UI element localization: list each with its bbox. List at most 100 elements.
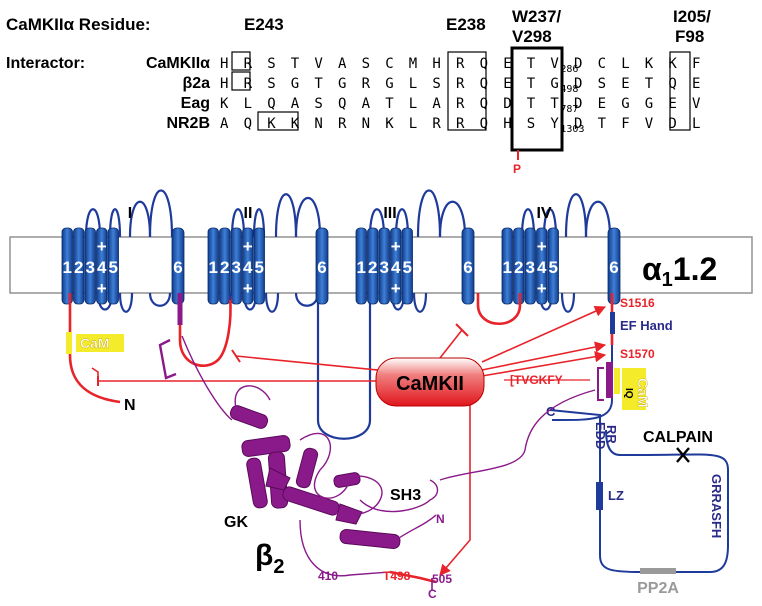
ef-hand-label: EF Hand (620, 318, 673, 333)
residue-letter: G (621, 96, 629, 112)
s1516-label: S1516 (620, 296, 655, 310)
residue-letter: Q (480, 76, 488, 92)
interactor-name: Eag (181, 95, 210, 112)
charge-plus-top: + (391, 237, 401, 256)
segment-number: 5 (255, 258, 264, 277)
sh3-label: SH3 (390, 487, 421, 504)
segment-number: 3 (526, 258, 535, 277)
segment-number: 6 (463, 258, 472, 277)
c-tail-c-label: C (546, 404, 556, 419)
residue-letter: A (362, 96, 371, 112)
aid-bracket (158, 338, 177, 380)
iq-yellow-bar (614, 368, 620, 394)
segment-bar (219, 227, 231, 305)
residue-letter: R (244, 76, 253, 92)
beta2-c-red (389, 570, 437, 584)
residue-i205: I205/ (673, 7, 711, 26)
residue-letter: S (598, 76, 606, 92)
residue-letter: A (432, 96, 441, 112)
residue-letter: T (314, 76, 323, 92)
box-kk-nr2b (257, 111, 299, 131)
iq-purple-bar (606, 362, 613, 398)
segment-number: 4 (537, 258, 547, 277)
charge-plus-top: + (537, 237, 547, 256)
segment-bar (230, 227, 242, 305)
camkii-arrows (439, 306, 607, 576)
residue-letter: S (267, 76, 275, 92)
residue-letter: K (267, 116, 276, 132)
residue-letter: L (692, 116, 700, 132)
residue-letter: T (385, 96, 394, 112)
residue-letter: Y (550, 116, 559, 132)
calpain-label: CALPAIN (643, 429, 713, 446)
residue-letter: R (244, 56, 253, 72)
n-terminus-red (68, 293, 121, 404)
residue-letter: E (621, 76, 629, 92)
camkii-node (375, 357, 485, 407)
residue-letter: A (220, 116, 229, 132)
charge-plus-top: + (97, 237, 107, 256)
segment-number: 2 (220, 258, 229, 277)
c-tail-loop (549, 409, 729, 573)
residue-letter: Q (480, 96, 488, 112)
residue-letter: H (503, 116, 511, 132)
residue-v298: V298 (512, 27, 552, 46)
residue-letter: R (456, 76, 465, 92)
residue-letter: F (621, 116, 629, 132)
pp2a-label: PP2A (637, 580, 679, 597)
segment-number: 6 (317, 258, 326, 277)
segment-number: 4 (391, 258, 401, 277)
domain-label-ii: II (244, 205, 253, 222)
residue-letter: G (338, 76, 346, 92)
residue-letter: L (244, 96, 252, 112)
segment-number: 3 (86, 258, 95, 277)
edd-label: EDD (593, 422, 608, 449)
residue-letter: D (503, 96, 511, 112)
residue-letter: S (314, 96, 322, 112)
residue-letter: T (291, 56, 300, 72)
residue-letter: H (432, 56, 440, 72)
residue-number: 286 (560, 64, 578, 75)
segment-number: 4 (243, 258, 253, 277)
residue-letter: R (362, 76, 371, 92)
residue-letter: N (314, 116, 322, 132)
channel-name: α11.2 (642, 251, 717, 291)
residue-letter: D (574, 96, 582, 112)
residue-letter: K (385, 116, 394, 132)
residue-letter: R (456, 56, 465, 72)
segment-number: 3 (232, 258, 241, 277)
segment-bar (524, 227, 536, 305)
box-r-beta (231, 71, 251, 91)
domain-label-iv: IV (536, 205, 551, 222)
residue-letter: S (362, 56, 370, 72)
beta2-label: β2 (255, 539, 284, 578)
beta2-410-label: 410 (318, 569, 338, 583)
residue-letter: G (645, 96, 653, 112)
segment-bar (61, 227, 73, 305)
beta2-subunit (229, 405, 401, 550)
iq-label: IQ (623, 388, 634, 399)
segment-bar (367, 227, 379, 305)
residue-letter: H (220, 76, 228, 92)
segment-number: 4 (97, 258, 107, 277)
segment-number: 6 (173, 258, 182, 277)
segment-bar (355, 227, 367, 305)
residue-number: 1303 (560, 124, 584, 135)
box-r-camkii (231, 51, 251, 71)
segment-bar (607, 227, 621, 305)
n-terminus-label: N (124, 397, 136, 414)
cam-left-box (76, 334, 124, 352)
extracellular-loops (84, 189, 612, 238)
residue-f98: F98 (675, 27, 704, 46)
residue-letter: L (409, 96, 417, 112)
residue-letter: R (456, 96, 465, 112)
residue-letter: T (645, 76, 654, 92)
residue-letter: V (645, 116, 654, 132)
s1570-label: S1570 (620, 347, 655, 361)
residue-letter: C (385, 56, 393, 72)
segment-number: 1 (503, 258, 512, 277)
beta2-n-label: N (436, 512, 445, 526)
